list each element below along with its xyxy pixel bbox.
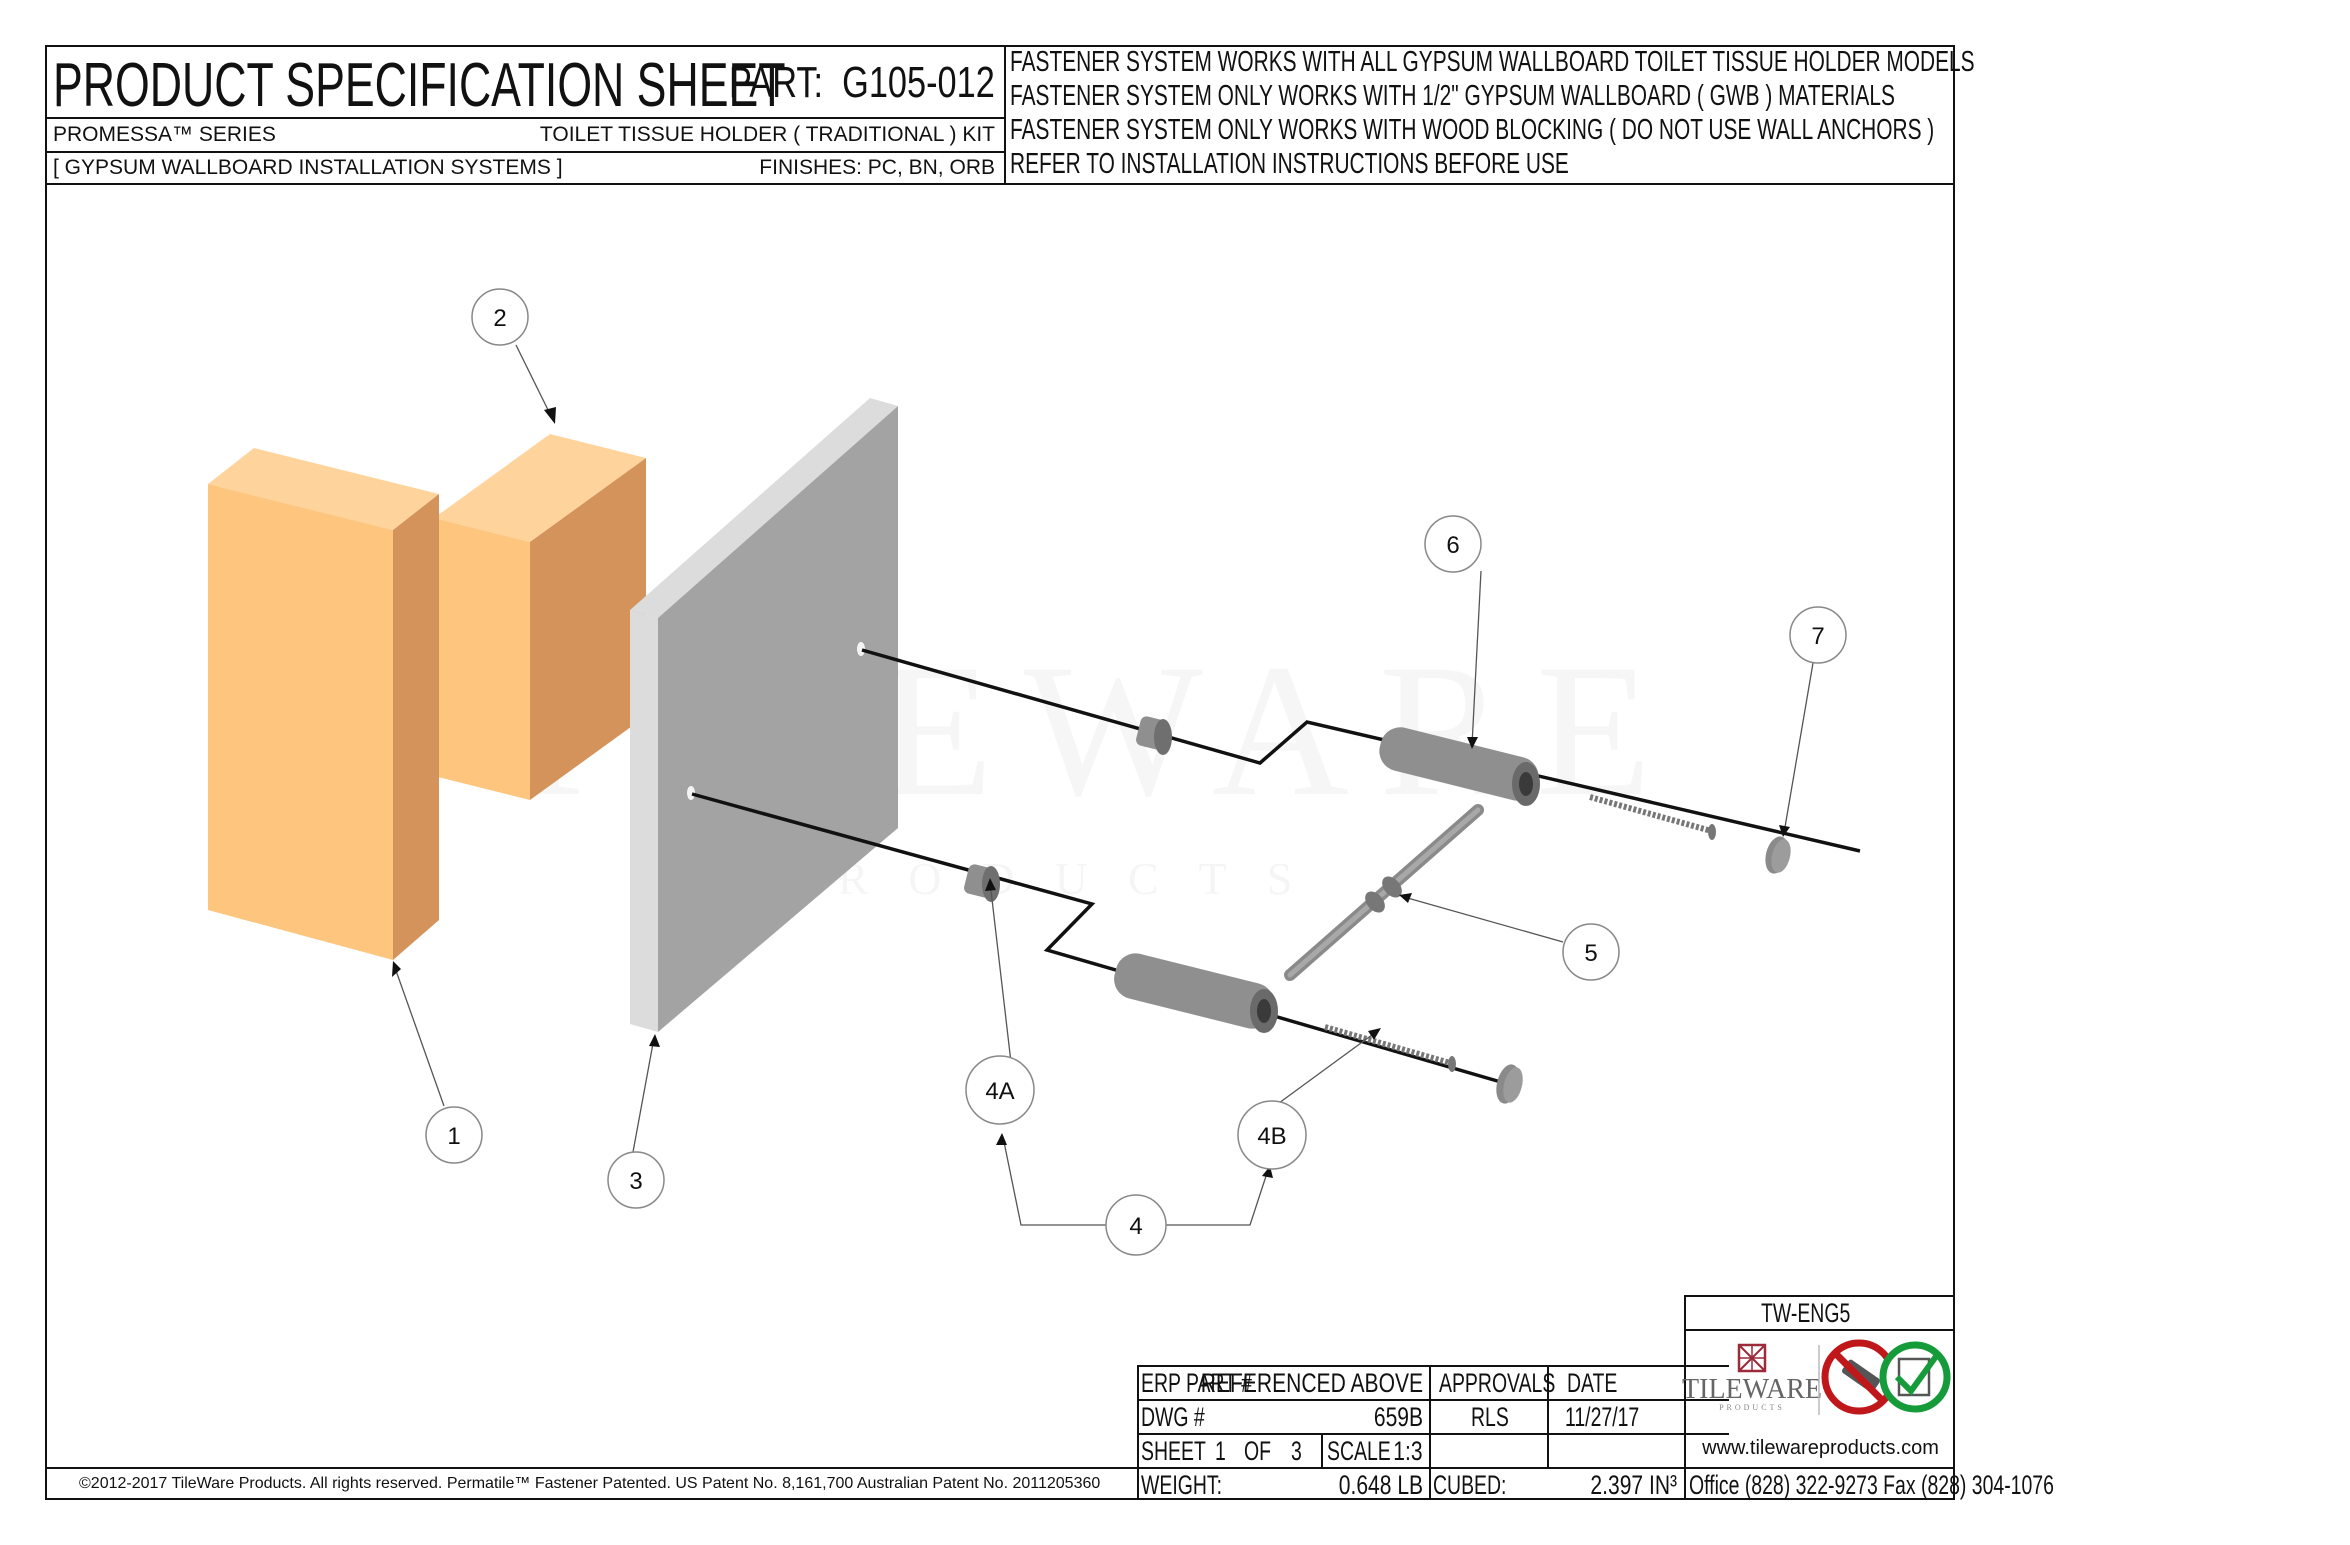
balloon-5: 5 xyxy=(1562,923,1620,981)
lower-cap xyxy=(1496,1064,1523,1104)
tileware-emblem-icon xyxy=(1737,1343,1767,1373)
balloon-6: 6 xyxy=(1424,515,1482,573)
finishes-label: FINISHES: PC, BN, ORB xyxy=(759,156,995,179)
company-name: TILEWARE xyxy=(1682,1374,1822,1405)
svg-text:4B: 4B xyxy=(1257,1123,1286,1150)
svg-text:1: 1 xyxy=(447,1123,460,1150)
header-bottom-rule xyxy=(47,183,1953,185)
wallboard-hole-lower xyxy=(687,786,695,800)
recommended-badge-icon xyxy=(1879,1341,1951,1413)
copyright-text: ©2012-2017 TileWare Products. All rights… xyxy=(79,1475,1101,1492)
lower-screw-head xyxy=(1448,1056,1456,1072)
lower-fastener-assembly xyxy=(691,792,1523,1104)
date-label: DATE xyxy=(1567,1368,1618,1398)
header-divider xyxy=(1004,47,1006,184)
company-website[interactable]: www.tilewareproducts.com xyxy=(1702,1437,1939,1459)
tb-company-divider xyxy=(1684,1295,1686,1500)
page-title: PRODUCT SPECIFICATION SHEET xyxy=(53,51,786,120)
approval-date: 11/27/17 xyxy=(1565,1402,1640,1432)
header-rule-2 xyxy=(47,151,1005,153)
leader-lines xyxy=(393,344,1814,1226)
wood-blocking-block xyxy=(208,448,439,960)
balloon-4a: 4A xyxy=(965,1055,1035,1125)
watermark-subtext: PRODUCTS xyxy=(772,852,1332,905)
balloon-4: 4 xyxy=(1105,1194,1167,1256)
cubed-label: CUBED: xyxy=(1433,1470,1507,1500)
svg-text:3: 3 xyxy=(629,1168,642,1195)
note-1: FASTENER SYSTEM WORKS WITH ALL GYPSUM WA… xyxy=(1010,46,1975,78)
svg-text:6: 6 xyxy=(1446,532,1459,559)
tb-company-top xyxy=(1684,1295,1953,1297)
system-label: [ GYPSUM WALLBOARD INSTALLATION SYSTEMS … xyxy=(53,156,563,179)
exploded-view-drawing: 2 1 3 6 7 5 4A 4B 4 xyxy=(208,288,1861,1256)
of-label: OF xyxy=(1244,1436,1271,1466)
upper-cap xyxy=(1765,836,1791,874)
upper-center-line xyxy=(861,648,1861,853)
erp-value: REFERENCED ABOVE xyxy=(1200,1368,1423,1398)
erp-label: ERP PART # xyxy=(1141,1368,1252,1398)
upper-bushing xyxy=(1136,716,1172,755)
tb-col-date xyxy=(1547,1365,1549,1467)
note-2: FASTENER SYSTEM ONLY WORKS WITH 1/2" GYP… xyxy=(1010,80,1895,112)
upper-fastener-assembly xyxy=(861,648,1861,874)
tb-col-approvals xyxy=(1429,1365,1431,1433)
upper-sleeve xyxy=(1379,727,1540,806)
weight-label: WEIGHT: xyxy=(1141,1470,1222,1500)
footer-rule xyxy=(47,1467,1953,1469)
wood-blocking-arm xyxy=(434,434,646,800)
tb-rule-3 xyxy=(1137,1433,1729,1435)
tb-company-rule xyxy=(1684,1329,1953,1331)
connector-rod xyxy=(1284,804,1484,981)
balloon-1: 1 xyxy=(425,1106,483,1164)
tb-col-scale xyxy=(1321,1433,1323,1467)
company-logo-area: TILEWARE PRODUCTS xyxy=(1682,1339,1951,1415)
balloon-7: 7 xyxy=(1789,606,1847,664)
gypsum-wallboard xyxy=(630,398,898,1032)
sheet-total: 3 xyxy=(1291,1436,1302,1466)
balloon-2: 2 xyxy=(471,288,529,346)
note-3: FASTENER SYSTEM ONLY WORKS WITH WOOD BLO… xyxy=(1010,114,1935,146)
upper-screw-thread xyxy=(1589,794,1716,835)
product-label: TOILET TISSUE HOLDER ( TRADITIONAL ) KIT xyxy=(539,123,995,146)
sheet-label: SHEET xyxy=(1141,1436,1206,1466)
part-number-label: PART: G105-012 xyxy=(729,58,995,107)
lower-center-line xyxy=(691,792,1519,1089)
balloon-3: 3 xyxy=(607,1151,665,1209)
note-4: REFER TO INSTALLATION INSTRUCTIONS BEFOR… xyxy=(1010,148,1569,180)
not-recommended-badge-icon xyxy=(1821,1339,1897,1415)
approvals-label: APPROVALS xyxy=(1439,1368,1556,1398)
drawing-code: TW-ENG5 xyxy=(1761,1298,1851,1328)
specification-sheet: PRODUCT SPECIFICATION SHEET PART: G105-0… xyxy=(45,45,2054,1500)
scale-value: 1:3 xyxy=(1393,1436,1423,1466)
approver-initials: RLS xyxy=(1471,1402,1509,1432)
lower-sleeve xyxy=(1114,953,1278,1033)
company-tagline: PRODUCTS xyxy=(1719,1403,1785,1412)
wallboard-hole-upper xyxy=(857,642,865,656)
tb-col-cubed xyxy=(1429,1433,1431,1500)
header-rule-1 xyxy=(47,117,1005,119)
upper-screw-head xyxy=(1708,824,1716,840)
svg-text:4: 4 xyxy=(1129,1213,1142,1240)
sheet-number: 1 xyxy=(1215,1436,1226,1466)
cubed-value: 2.397 IN³ xyxy=(1590,1470,1677,1500)
company-phone: Office (828) 322-9273 Fax (828) 304-1076 xyxy=(1689,1470,2054,1500)
series-label: PROMESSA™ SERIES xyxy=(53,123,276,146)
balloon-4b: 4B xyxy=(1237,1100,1307,1170)
scale-label: SCALE xyxy=(1327,1436,1391,1466)
tb-left-border xyxy=(1137,1365,1139,1500)
tb-top-rule xyxy=(1137,1365,1729,1367)
svg-text:7: 7 xyxy=(1811,623,1824,650)
dwg-label: DWG # xyxy=(1141,1402,1205,1432)
svg-text:2: 2 xyxy=(493,305,506,332)
leader-arrowheads xyxy=(392,407,1790,1178)
dwg-value: 659B xyxy=(1373,1402,1423,1432)
weight-value: 0.648 LB xyxy=(1338,1470,1423,1500)
svg-text:5: 5 xyxy=(1584,940,1597,967)
svg-text:4A: 4A xyxy=(985,1078,1014,1105)
tb-rule-2 xyxy=(1137,1399,1729,1401)
lower-screw-thread xyxy=(1324,1024,1451,1066)
